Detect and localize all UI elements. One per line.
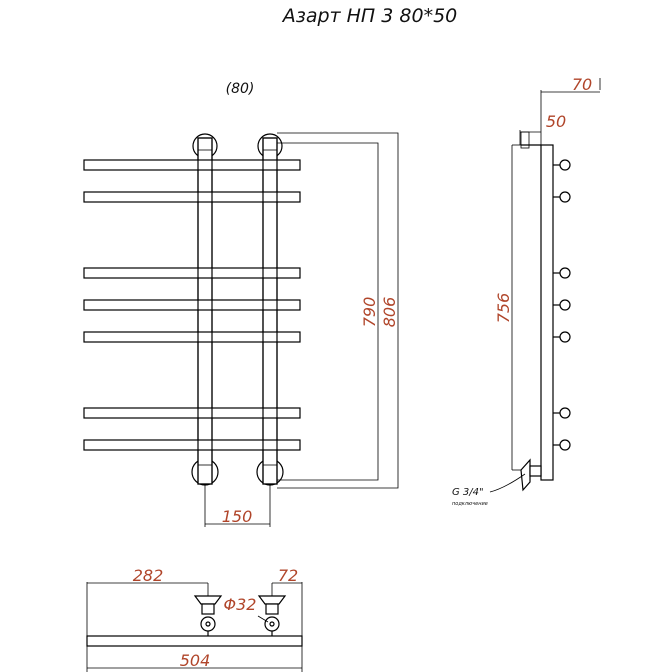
dim-72: 72 [278,566,298,585]
dim-phi32: Φ32 [224,595,257,614]
rail-6 [83,407,301,419]
valve [520,458,531,492]
rail-end-6 [559,407,571,419]
thread-label: G 3/4" [452,487,484,498]
side-collector [540,144,554,481]
front-view: (80) 790 806 150 [83,81,399,527]
right-valve-bottom [257,595,287,636]
dim-150: 150 [222,507,253,526]
thread-note: подключение [452,501,488,507]
rail-end-7 [559,439,571,451]
rail-end-3 [559,267,571,279]
dim-790: 790 [360,297,379,328]
side-rail-ends [553,159,571,451]
dim-50: 50 [546,112,566,131]
rail-3 [83,267,301,279]
drawing-title: Азарт НП 3 80*50 [281,5,458,27]
rail-7 [83,439,301,451]
dim-806: 806 [380,297,399,328]
dim-790-line [277,142,379,481]
dim-70: 70 [572,75,592,94]
left-valve-bottom [193,595,223,636]
rails [83,159,301,451]
right-collector [262,137,278,485]
rail-2 [83,191,301,203]
rail-4 [83,299,301,311]
dim-504: 504 [180,651,211,670]
rail-1 [83,159,301,171]
left-collector [197,137,213,485]
rail-end-2 [559,191,571,203]
rail-end-5 [559,331,571,343]
rail-end-1 [559,159,571,171]
collector-note: (80) [226,81,255,97]
side-view: 70 50 756 G 3/4" подключение [452,75,601,507]
dim-756: 756 [494,293,513,324]
bottom-view: 282 72 Φ32 504 [86,566,303,672]
rail-5 [83,331,301,343]
rail-end-4 [559,299,571,311]
dim-806-line [277,132,399,489]
dim-282: 282 [133,566,164,585]
bottom-rail [86,635,303,647]
